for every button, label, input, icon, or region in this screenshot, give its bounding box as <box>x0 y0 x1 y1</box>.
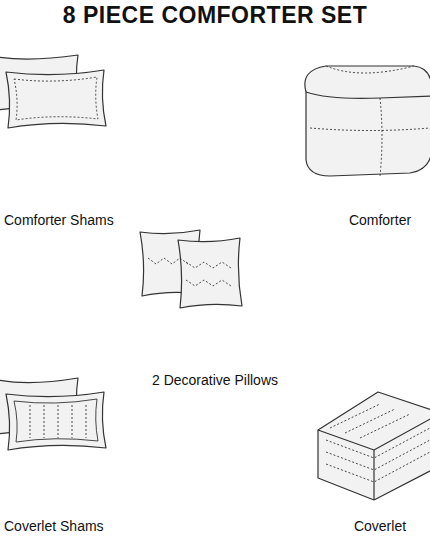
part-label: Comforter Shams <box>4 212 114 228</box>
decorative-pillows <box>140 230 242 308</box>
part-label: Coverlet <box>354 518 406 534</box>
part-label: Coverlet Shams <box>4 518 104 534</box>
part-label: 2 Decorative Pillows <box>152 372 278 388</box>
coverlet <box>318 392 430 500</box>
comforter-shams <box>0 55 106 128</box>
title: 8 PIECE COMFORTER SET <box>63 2 367 29</box>
part-label: Comforter <box>349 212 411 228</box>
comforter <box>305 66 430 176</box>
coverlet-shams <box>0 378 106 450</box>
